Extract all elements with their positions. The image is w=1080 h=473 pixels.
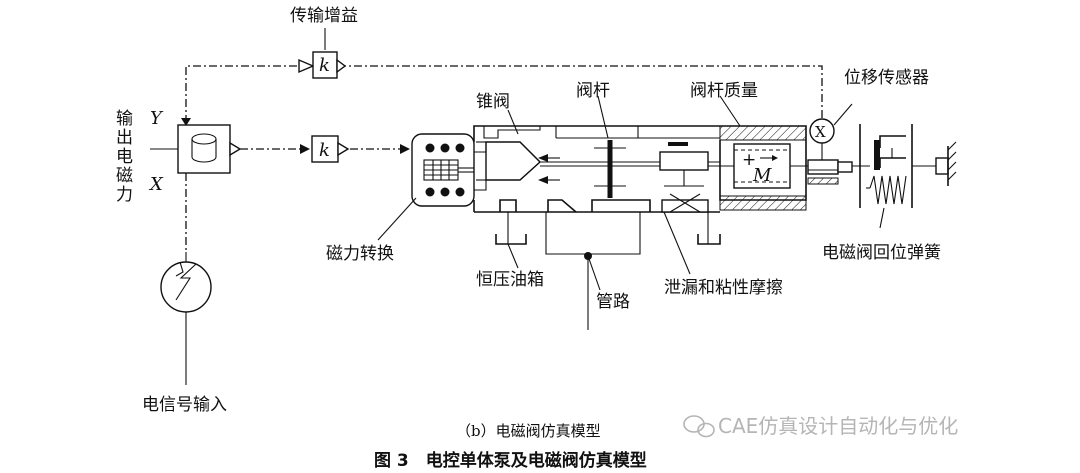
label-pipeline: 管路 <box>596 292 630 312</box>
output-force-char-3: 电 <box>116 147 133 167</box>
sensor-symbol: X <box>815 123 826 141</box>
output-force-block <box>150 124 242 252</box>
leader-lines <box>507 95 741 275</box>
label-stem-mass: 阀杆质量 <box>690 81 758 101</box>
output-x-label: X <box>148 174 164 195</box>
gain-block-middle: k <box>311 135 350 163</box>
label-return-spring: 电磁阀回位弹簧 <box>822 243 941 263</box>
solenoid-block <box>377 133 475 241</box>
label-leak-friction: 泄漏和粘性摩擦 <box>664 278 783 298</box>
caption-main: 图 3 电控单体泵及电磁阀仿真模型 <box>374 450 647 471</box>
gain-block-top: k <box>298 51 347 79</box>
label-cone-valve: 锥阀 <box>476 92 510 112</box>
stem-connector <box>807 159 853 185</box>
output-force-char-4: 磁 <box>116 166 133 186</box>
displacement-sensor: X <box>809 103 853 169</box>
label-const-pressure-tank: 恒压油箱 <box>476 270 544 290</box>
label-valve-stem: 阀杆 <box>576 81 610 101</box>
signal-source <box>160 252 212 385</box>
gain-k-mid: k <box>319 140 330 161</box>
label-signal-input: 电信号输入 <box>142 395 227 415</box>
label-output-force: 输 出 电 磁 力 <box>116 109 133 205</box>
output-y-label: Y <box>150 108 164 129</box>
mass-symbol: M <box>752 165 772 186</box>
output-force-char-1: 输 <box>116 109 133 129</box>
valve-body: + M <box>473 125 810 213</box>
watermark-text: CAE仿真设计自动化与优化 <box>718 414 958 438</box>
label-force-conversion: 磁力转换 <box>326 244 394 264</box>
return-spring <box>852 124 957 229</box>
output-force-char-5: 力 <box>116 185 133 205</box>
label-displacement-sensor: 位移传感器 <box>844 68 929 88</box>
caption-sub: （b）电磁阀仿真模型 <box>456 422 601 440</box>
watermark: CAE仿真设计自动化与优化 <box>683 414 958 438</box>
forward-signal-line <box>240 144 410 154</box>
tank-symbols <box>495 212 721 245</box>
pipeline-connection <box>545 212 641 330</box>
mass-plus-sign: + <box>742 150 756 170</box>
gain-k-top: k <box>319 55 330 76</box>
wechat-icon <box>683 415 715 438</box>
label-transfer-gain: 传输增益 <box>290 6 358 26</box>
output-force-char-2: 出 <box>116 128 133 148</box>
feedback-loop-line <box>181 28 823 126</box>
